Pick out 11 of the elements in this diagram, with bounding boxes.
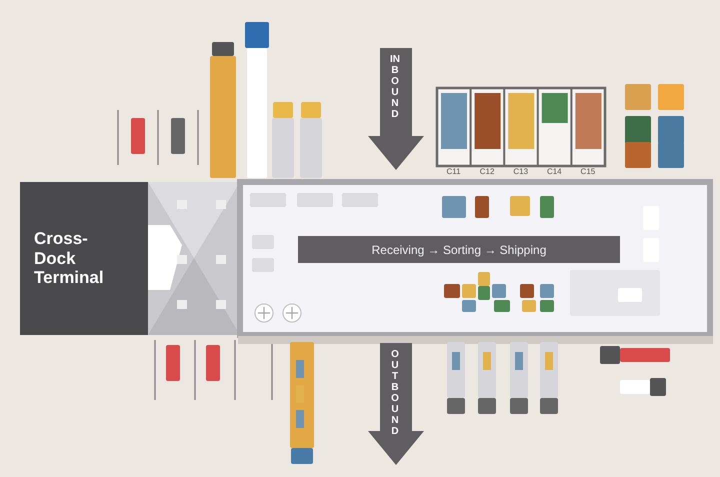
rack-label: C12 bbox=[478, 167, 496, 177]
rack-label: C13 bbox=[512, 167, 530, 177]
terminal-building bbox=[20, 182, 148, 335]
process-band bbox=[298, 236, 620, 263]
building-label: Cross-Dock Terminal bbox=[34, 229, 105, 288]
process-label: Receiving → Sorting → Shipping bbox=[372, 242, 546, 258]
rack-label: C15 bbox=[580, 167, 596, 177]
rack-label: C14 bbox=[546, 167, 563, 177]
direction-label: INBOUND bbox=[390, 54, 400, 120]
direction-label: OUTBOUND bbox=[390, 349, 400, 437]
rack-label: C11 bbox=[445, 167, 462, 177]
